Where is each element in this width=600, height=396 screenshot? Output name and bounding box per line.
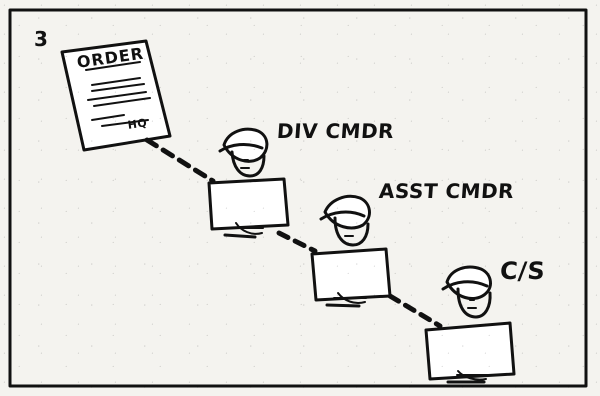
command-chain-segment-1 bbox=[147, 140, 213, 181]
division-commander-label: DIV CMDR bbox=[276, 121, 394, 141]
command-chain-segment-2 bbox=[279, 233, 315, 251]
division-commander-figure bbox=[209, 129, 288, 237]
panel-number: 3 bbox=[34, 29, 48, 49]
command-chain-segment-3 bbox=[390, 296, 440, 326]
order-footer-hq: HQ bbox=[127, 117, 148, 131]
assistant-commander-figure bbox=[312, 196, 390, 306]
assistant-commander-label: ASST CMDR bbox=[378, 181, 514, 201]
chief-of-staff-label: C/S bbox=[499, 259, 546, 283]
